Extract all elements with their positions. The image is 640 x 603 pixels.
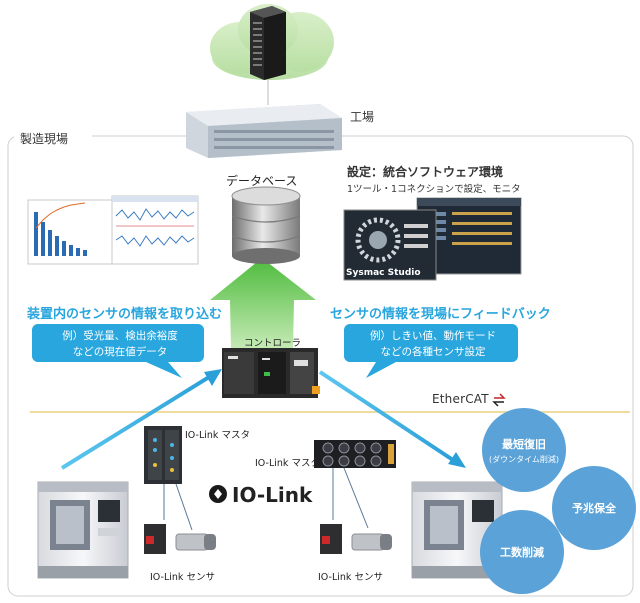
database-icon [231,186,301,264]
left-bubble-line-2: などの現在値データ [72,346,168,358]
benefit-circle-predictive [552,466,636,550]
factory-building-icon [186,104,342,158]
benefit-recovery: 最短復旧 (ダウンタイム削減) [484,436,564,465]
io-link-sensor-1-label: IO-Link センサ [150,572,215,583]
left-data-arrow [60,372,216,470]
benefit-circle-recovery [482,408,566,492]
site-tab-bg [14,125,92,145]
site-tab-label: 製造現場 [20,132,69,146]
controller-label: コントローラ [244,338,302,349]
io-link-master-1-image [144,426,182,484]
machine-left-image [37,481,129,579]
right-bubble-line-1: 例）しきい値、動作モード [370,330,496,342]
database-label: データベース [226,174,298,188]
benefit-man-hours: 工数削減 [500,546,544,559]
left-heading: 装置内のセンサの情報を取り込む [27,307,223,322]
io-link-logo-icon [209,485,227,503]
software-name: Sysmac Studio [346,268,421,278]
server-icon [250,6,286,80]
factory-label: 工場 [350,110,375,124]
right-heading: センサの情報を現場にフィードバック [330,307,551,322]
benefit-recovery-sub: (ダウンタイム削減) [488,455,560,464]
proximity-sensor-2-icon [351,533,392,551]
settings-title: 設定：統合ソフトウェア環境 [347,165,504,179]
io-link-master-2-image [314,440,396,468]
proximity-sensor-1-icon [175,533,216,551]
software-screenshot-image [343,197,522,281]
right-bubble-text: 例）しきい値、動作モード などの各種センサ設定 [350,328,516,360]
photoelectric-sensor-1-icon [144,524,166,554]
left-bubble-line-1: 例）受光量、検出余裕度 [62,330,178,342]
io-link-logo-text: IO-Link [232,483,313,507]
right-feedback-arrow [318,370,458,464]
benefit-predictive: 予兆保全 [572,502,616,515]
photoelectric-sensor-2-icon [320,524,342,554]
report-chart-image [27,199,115,265]
benefit-recovery-title: 最短復旧 [502,438,546,451]
trend-chart-image [111,195,199,265]
left-bubble [32,324,204,378]
io-link-master-2-label: IO-Link マスタ [255,458,320,469]
io-link-sensor-2-label: IO-Link センサ [318,572,383,583]
left-bubble-text: 例）受光量、検出余裕度 などの現在値データ [38,328,202,360]
settings-subtitle: 1ツール・1コネクションで設定、モニタ [347,184,521,195]
benefit-circle-man-hours [480,510,564,594]
controller-image [222,348,320,398]
right-bubble [344,324,518,378]
ethercat-logo-icon [492,393,506,407]
io-link-master-1-label: IO-Link マスタ [185,430,250,441]
right-bubble-line-2: などの各種センサ設定 [380,346,486,358]
ethercat-label: EtherCAT [432,392,489,406]
